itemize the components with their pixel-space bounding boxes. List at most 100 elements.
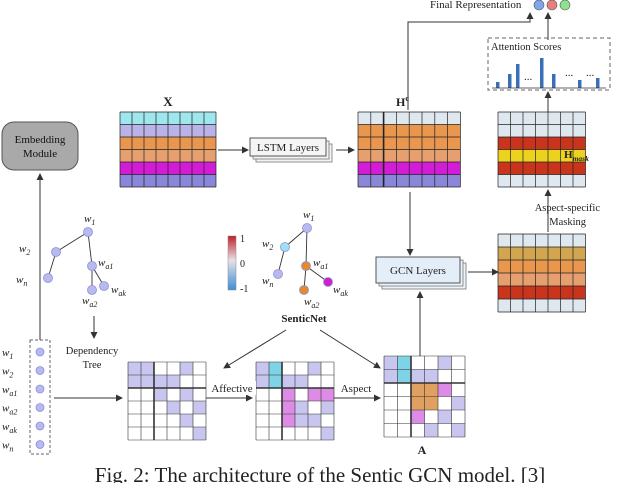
token-node xyxy=(35,403,45,412)
adjacency-cell xyxy=(295,401,308,414)
a-matrix-label: A xyxy=(418,443,427,457)
dependency-tree-node xyxy=(83,227,93,237)
adjacency-cell xyxy=(167,401,180,414)
gcn-output-matrix-row xyxy=(498,247,586,260)
dependency-tree-node xyxy=(43,273,53,283)
adjacency-cell xyxy=(180,362,193,375)
arrow-hc-to-final xyxy=(407,12,534,110)
adjacency-cell xyxy=(295,375,308,388)
attention-bar xyxy=(508,74,512,88)
attention-scores-label: Attention Scores xyxy=(491,42,561,53)
h-mask-matrix-row xyxy=(498,137,586,150)
h-mask-matrix xyxy=(497,111,586,188)
attention-bar xyxy=(596,78,600,88)
adjacency-cell xyxy=(141,375,154,388)
adjacency-cell xyxy=(154,388,167,401)
sentiment-colorbar xyxy=(227,235,237,291)
token-node xyxy=(35,347,45,357)
aspect-masking-label-2: Masking xyxy=(549,217,587,228)
h-mask-matrix-row xyxy=(498,174,586,187)
adjacency-cell xyxy=(193,401,206,414)
senticnet-node-label: w2 xyxy=(262,238,273,252)
lstm-layers-box xyxy=(249,137,327,157)
token-node xyxy=(35,366,45,375)
arrow-senticnet-to-aspect xyxy=(319,329,381,369)
gcn-output-matrix-row xyxy=(498,299,586,312)
attention-dots-2: ... xyxy=(565,67,574,79)
adjacency-cell xyxy=(308,362,321,375)
adjacency-cell xyxy=(424,369,438,383)
senticnet-node xyxy=(299,285,309,295)
adjacency-cell xyxy=(282,388,295,401)
adjacency-cell xyxy=(269,362,282,375)
adjacency-cell xyxy=(438,356,452,370)
adjacency-cell xyxy=(411,383,425,397)
senticnet-node xyxy=(273,269,283,279)
adjacency-cell xyxy=(180,388,193,401)
dependency-tree-node-label: wak xyxy=(111,284,126,298)
gcn-output-matrix-row xyxy=(498,234,586,247)
embedding-module-label-1: Embedding xyxy=(15,134,66,146)
colorbar-max-label: 1 xyxy=(240,234,245,245)
dependency-tree-label-2: Tree xyxy=(83,360,102,371)
adjacency-cell xyxy=(397,369,411,383)
x-matrix-label: X xyxy=(163,94,173,109)
adjacency-cell xyxy=(154,375,167,388)
embedding-module-label-2: Module xyxy=(23,148,57,160)
token-column-box xyxy=(29,339,51,455)
senticnet-node xyxy=(301,261,311,271)
token-label: wa2 xyxy=(2,403,17,417)
dependency-tree-node-label: w2 xyxy=(19,243,30,257)
adjacency-cell xyxy=(411,369,425,383)
senticnet-node-label: wa1 xyxy=(313,257,328,271)
adjacency-cell xyxy=(424,423,438,437)
adjacency-cell xyxy=(397,356,411,370)
attention-dots-1: ... xyxy=(524,71,533,83)
adjacency-cell xyxy=(256,375,269,388)
senticnet-node-label: w1 xyxy=(303,209,314,223)
senticnet-node-label: wa2 xyxy=(304,296,319,310)
adjacency-cell xyxy=(256,362,269,375)
attention-bar xyxy=(496,82,500,88)
senticnet-label: SenticNet xyxy=(281,313,327,325)
aspect-adjacency-matrix xyxy=(383,355,466,438)
adjacency-cell xyxy=(438,383,452,397)
attention-bar xyxy=(552,74,556,88)
affective-label-bg xyxy=(210,381,256,395)
adjacency-cell xyxy=(180,414,193,427)
senticnet-node xyxy=(280,242,290,252)
dependency-tree-node xyxy=(51,247,61,257)
dependency-tree-node-label: wa1 xyxy=(98,257,113,271)
arrow-senticnet-to-affective xyxy=(223,329,287,369)
adjacency-cell xyxy=(411,410,425,424)
x-embedding-matrix xyxy=(119,111,217,188)
token-node xyxy=(35,421,45,431)
attention-bars xyxy=(496,58,600,88)
h-mask-matrix-row xyxy=(498,124,586,137)
senticnet-node-label: wak xyxy=(333,284,348,298)
dependency-tree-label-1: Dependency xyxy=(66,346,119,357)
adjacency-cell xyxy=(321,427,334,440)
aspect-label: Aspect xyxy=(341,383,372,395)
gcn-output-matrix-row xyxy=(498,273,586,286)
adjacency-cell xyxy=(141,362,154,375)
adjacency-cell xyxy=(384,369,398,383)
dependency-tree-node xyxy=(99,281,109,291)
token-node xyxy=(35,384,45,394)
senticnet-node xyxy=(302,223,312,233)
embedding-module-box xyxy=(1,121,79,171)
dependency-tree-node xyxy=(87,261,97,271)
attention-dots-3: ... xyxy=(586,67,595,79)
h-mask-matrix-row xyxy=(498,149,586,162)
adjacency-cell xyxy=(451,423,465,437)
senticnet-node xyxy=(323,277,333,287)
adjacency-cell xyxy=(269,375,282,388)
gcn-layers-box xyxy=(375,256,461,284)
adjacency-cell xyxy=(308,414,321,427)
adjacency-cell xyxy=(321,388,334,401)
figure-caption: Fig. 2: The architecture of the Sentic G… xyxy=(94,463,546,483)
adjacency-cell xyxy=(193,427,206,440)
